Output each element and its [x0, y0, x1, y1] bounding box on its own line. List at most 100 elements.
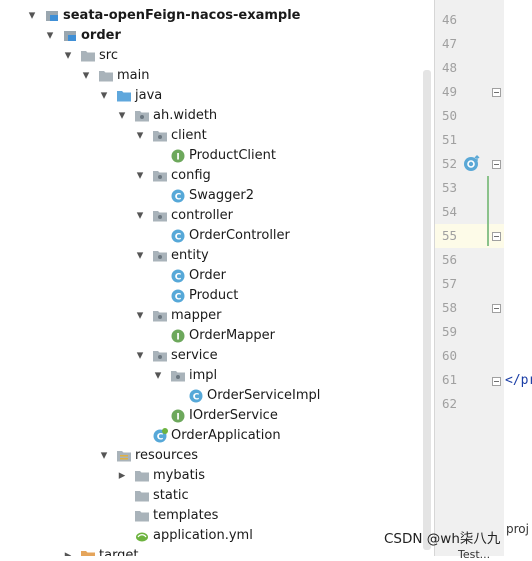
tree-row-label: entity: [171, 248, 209, 263]
chevron-down-icon[interactable]: ▾: [100, 88, 108, 103]
fold-marker-icon[interactable]: [492, 302, 501, 313]
tree-row[interactable]: templates: [0, 506, 434, 526]
tree-row[interactable]: static: [0, 486, 434, 506]
tree-row-label: ah.wideth: [153, 108, 218, 123]
tree-row-label: client: [171, 128, 207, 143]
line-number: 53: [441, 180, 457, 195]
tree-row-label: OrderServiceImpl: [207, 388, 321, 403]
tree-row-label: Product: [189, 288, 239, 303]
svg-text:C: C: [175, 193, 182, 203]
chevron-down-icon[interactable]: ▾: [28, 8, 36, 23]
tree-row-label: Order: [189, 268, 226, 283]
chevron-down-icon[interactable]: ▾: [82, 68, 90, 83]
fold-marker-icon[interactable]: [492, 86, 501, 97]
tree-row[interactable]: ▾ client: [0, 126, 434, 146]
folder-icon: [80, 548, 96, 556]
tree-row[interactable]: ▾ service: [0, 346, 434, 366]
fold-marker-icon[interactable]: [492, 158, 501, 169]
tree-row[interactable]: ▾resources: [0, 446, 434, 466]
line-number: 59: [441, 324, 457, 339]
chevron-down-icon[interactable]: ▾: [136, 208, 144, 223]
class-icon: C: [170, 288, 186, 304]
line-number: 60: [441, 348, 457, 363]
chevron-down-icon[interactable]: ▾: [64, 48, 72, 63]
panel-divider[interactable]: [434, 0, 435, 556]
tree-row[interactable]: C OrderServiceImpl: [0, 386, 434, 406]
line-number: 61: [441, 372, 457, 387]
line-number: 56: [441, 252, 457, 267]
chevron-down-icon[interactable]: ▾: [136, 248, 144, 263]
line-number: 58: [441, 300, 457, 315]
tree-row-label: java: [135, 88, 163, 103]
editor-area[interactable]: [504, 0, 532, 556]
tree-row[interactable]: ▾seata-openFeign-nacos-example: [0, 6, 434, 26]
tree-row-label: target: [99, 548, 139, 556]
class-icon: C: [188, 388, 204, 404]
package-icon: [152, 308, 168, 324]
tree-row[interactable]: ▾controller: [0, 206, 434, 226]
chevron-down-icon[interactable]: ▾: [136, 168, 144, 183]
folder-icon: [134, 508, 150, 524]
tree-scrollbar[interactable]: [423, 70, 431, 550]
chevron-down-icon[interactable]: ▾: [100, 448, 108, 463]
tree-row-label: src: [99, 48, 118, 63]
line-number: 49: [441, 84, 457, 99]
module-icon: [62, 28, 78, 44]
package-icon: [152, 208, 168, 224]
bottom-edge-text: Test...: [458, 548, 491, 561]
svg-text:C: C: [157, 433, 164, 443]
tree-row[interactable]: C Product: [0, 286, 434, 306]
resources-folder-icon: [116, 448, 132, 464]
svg-text:C: C: [175, 293, 182, 303]
chevron-down-icon[interactable]: ▾: [136, 308, 144, 323]
fold-marker-icon[interactable]: [492, 230, 501, 241]
tree-row[interactable]: ▾ ah.wideth: [0, 106, 434, 126]
tree-row-label: service: [171, 348, 218, 363]
tree-row[interactable]: ▾ mapper: [0, 306, 434, 326]
implementation-gutter-icon[interactable]: [463, 154, 481, 172]
svg-text:I: I: [176, 153, 179, 163]
source-folder-icon: [116, 88, 132, 104]
folder-icon: [134, 468, 150, 484]
class-icon: C: [170, 188, 186, 204]
tree-row[interactable]: ▾ java: [0, 86, 434, 106]
chevron-down-icon[interactable]: ▾: [136, 128, 144, 143]
tree-row[interactable]: ▾config: [0, 166, 434, 186]
svg-text:C: C: [193, 393, 200, 403]
tree-row[interactable]: ▾ order: [0, 26, 434, 46]
class-icon: C: [170, 228, 186, 244]
chevron-right-icon[interactable]: ▸: [64, 548, 72, 556]
tree-row-label: order: [81, 28, 121, 43]
tree-row-label: application.yml: [153, 528, 253, 543]
interface-icon: I: [170, 328, 186, 344]
chevron-down-icon[interactable]: ▾: [154, 368, 162, 383]
tree-row[interactable]: ▾ impl: [0, 366, 434, 386]
package-icon: [152, 248, 168, 264]
tree-row-label: OrderController: [189, 228, 290, 243]
project-tree: ▾seata-openFeign-nacos-example▾order▾src…: [0, 6, 434, 556]
chevron-down-icon[interactable]: ▾: [118, 108, 126, 123]
tree-row[interactable]: application.yml: [0, 526, 434, 546]
tree-row[interactable]: ▾main: [0, 66, 434, 86]
fold-marker-icon[interactable]: [492, 375, 501, 386]
chevron-right-icon[interactable]: ▸: [118, 468, 126, 483]
tree-row-label: mapper: [171, 308, 222, 323]
tree-row[interactable]: ▾ entity: [0, 246, 434, 266]
svg-text:I: I: [176, 333, 179, 343]
class-icon: C: [170, 268, 186, 284]
tree-row[interactable]: ▸ target: [0, 546, 434, 556]
tree-row[interactable]: ▾ src: [0, 46, 434, 66]
tree-row-label: impl: [189, 368, 218, 383]
folder-icon: [134, 488, 150, 504]
tree-row[interactable]: ▸mybatis: [0, 466, 434, 486]
chevron-down-icon[interactable]: ▾: [46, 28, 54, 43]
code-line-61: </pr: [505, 373, 532, 388]
chevron-down-icon[interactable]: ▾: [136, 348, 144, 363]
